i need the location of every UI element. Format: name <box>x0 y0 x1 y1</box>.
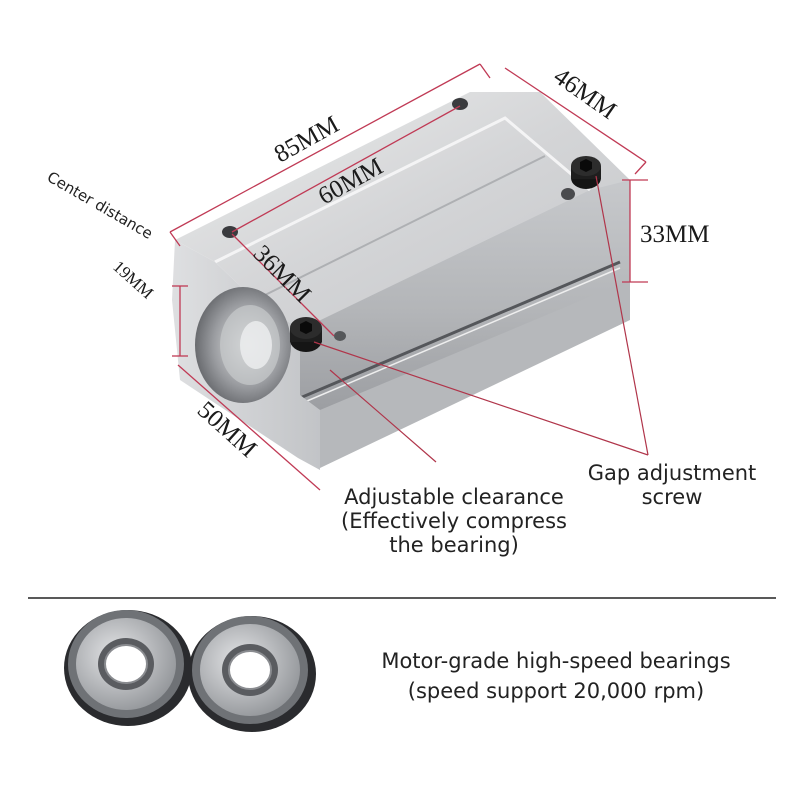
block-top-face <box>175 92 630 330</box>
clearance-label-2: (Effectively compress <box>341 509 567 533</box>
clearance-label-3: the bearing) <box>389 533 519 557</box>
adjustment-screw-front <box>290 317 322 352</box>
block-side-face <box>255 165 630 410</box>
bearing-description-2: (speed support 20,000 rpm) <box>408 679 704 703</box>
gap-screw-label-1: Gap adjustment <box>588 461 757 485</box>
center-distance-label: Center distance <box>44 168 156 243</box>
adjust-hole-back <box>561 188 575 200</box>
clearance-label-1: Adjustable clearance <box>344 485 564 509</box>
adjust-hole-front <box>334 331 346 341</box>
adjustment-screw-back <box>571 156 601 189</box>
dim-height-label: 33MM <box>640 221 709 248</box>
mount-hole-left <box>222 226 238 238</box>
bearing-left <box>64 610 192 726</box>
dimension-lines <box>169 63 648 491</box>
block-gap-line <box>299 260 621 400</box>
callout-lines <box>313 175 649 463</box>
gap-screw-label-2: screw <box>642 485 703 509</box>
bearing-block <box>172 92 630 470</box>
mount-hole-right <box>452 98 468 110</box>
dim-center-value-label: 19MM <box>109 257 157 303</box>
bearing-right <box>188 616 316 732</box>
block-base <box>295 265 630 468</box>
bearing-description-1: Motor-grade high-speed bearings <box>381 649 730 673</box>
dim-length-label: 85MM <box>270 111 344 168</box>
